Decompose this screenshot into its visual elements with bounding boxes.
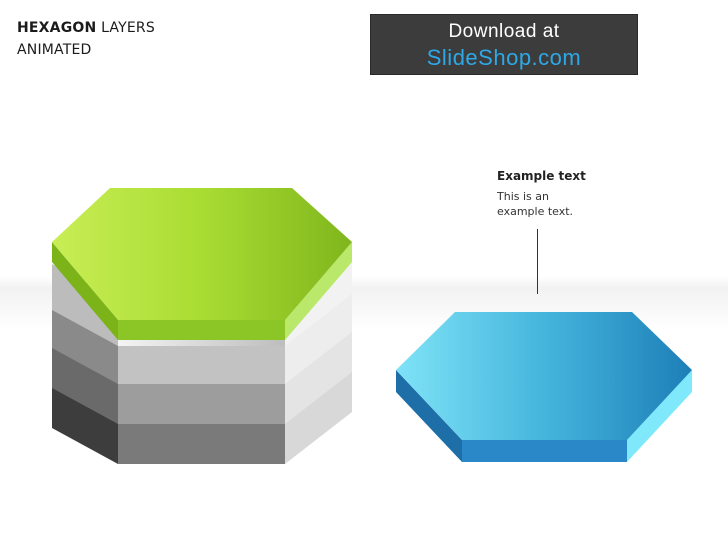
blue-hexagon: [396, 312, 692, 462]
gray-layer-2: [52, 286, 352, 384]
download-banner[interactable]: Download at SlideShop.com: [370, 14, 638, 75]
gray-layer-3: [52, 324, 352, 424]
banner-link[interactable]: SlideShop.com: [426, 45, 582, 70]
title-rest: LAYERS: [101, 20, 155, 36]
title-line2: ANIMATED: [17, 42, 92, 58]
title-bold: HEXAGON: [17, 20, 97, 36]
banner-line1: Download at: [448, 21, 560, 42]
green-hexagon: [52, 188, 352, 340]
callout: Example text This is an example text.: [497, 169, 587, 219]
slide-title: HEXAGON LAYERS ANIMATED: [17, 17, 155, 61]
callout-body: This is an example text.: [497, 190, 574, 218]
callout-leader-line: [537, 229, 538, 294]
callout-heading: Example text: [497, 169, 586, 183]
